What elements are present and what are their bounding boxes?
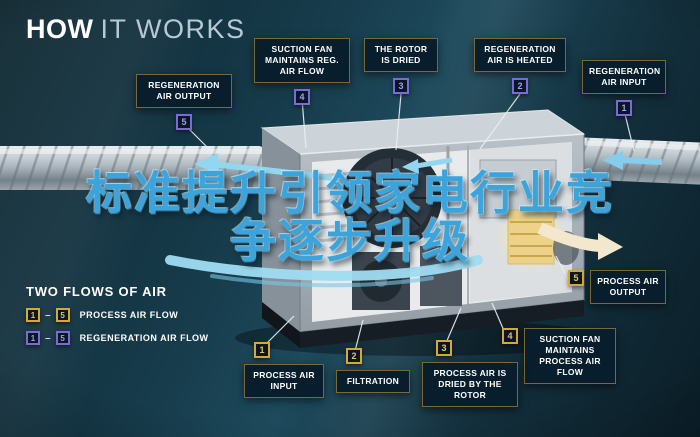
legend-badge-end: 5 — [55, 308, 70, 322]
step-badge: 4 — [502, 328, 518, 344]
legend-label: REGENERATION AIR FLOW — [79, 333, 209, 343]
title-how: HOW — [26, 14, 94, 44]
callout-label: PROCESS AIR INPUT — [244, 364, 324, 399]
headline-line2: 争逐步升级 — [230, 213, 470, 268]
step-badge: 5 — [568, 270, 584, 286]
legend-heading: TWO FLOWS OF AIR — [26, 284, 167, 299]
step-badge: 1 — [254, 342, 270, 358]
step-badge: 3 — [393, 78, 409, 95]
legend-badge-start: 1 — [26, 308, 40, 322]
callout-process-air-input: 1 PROCESS AIR INPUT — [244, 342, 324, 399]
callout-label: REGENERATION AIR IS HEATED — [474, 38, 566, 73]
airflow-arrows — [194, 151, 663, 260]
headline-overlay: 标准提升引领家电行业竞 争逐步升级 — [0, 166, 700, 268]
callout-label: THE ROTOR IS DRIED — [364, 38, 438, 73]
legend-label: PROCESS AIR FLOW — [79, 310, 179, 320]
step-badge: 3 — [436, 340, 452, 356]
headline-line1: 标准提升引领家电行业竞 — [86, 166, 614, 220]
callout-suction-fan-reg: SUCTION FAN MAINTAINS REG. AIR FLOW 4 — [254, 38, 350, 106]
callout-regeneration-air-input: REGENERATION AIR INPUT 1 — [582, 60, 666, 117]
callout-regeneration-air-output: REGENERATION AIR OUTPUT 5 — [136, 74, 232, 131]
legend-row-process: 1 – 5 PROCESS AIR FLOW — [26, 308, 209, 322]
headline-swoosh — [165, 255, 483, 288]
callout-label: SUCTION FAN MAINTAINS REG. AIR FLOW — [254, 38, 350, 84]
step-badge: 2 — [512, 78, 528, 95]
callout-process-air-dried: 3 PROCESS AIR IS DRIED BY THE ROTOR — [422, 340, 518, 408]
legend-dash: – — [45, 309, 51, 321]
callout-regeneration-air-heated: REGENERATION AIR IS HEATED 2 — [474, 38, 566, 95]
callout-label: PROCESS AIR OUTPUT — [590, 270, 666, 305]
callout-label: FILTRATION — [336, 370, 410, 394]
callout-filtration: 2 FILTRATION — [336, 348, 410, 394]
legend-row-regeneration: 1 – 5 REGENERATION AIR FLOW — [26, 331, 209, 345]
leader-lines — [183, 93, 635, 352]
callout-label: SUCTION FAN MAINTAINS PROCESS AIR FLOW — [524, 328, 616, 385]
title-it-works: IT WORKS — [100, 14, 246, 44]
legend-badge-start: 1 — [26, 331, 40, 345]
callout-label: PROCESS AIR IS DRIED BY THE ROTOR — [422, 362, 518, 408]
duct-left — [0, 146, 264, 190]
legend-badge-end: 5 — [55, 331, 70, 345]
legend: TWO FLOWS OF AIR 1 – 5 PROCESS AIR FLOW … — [26, 284, 209, 345]
step-badge: 5 — [176, 114, 192, 131]
legend-dash: – — [45, 332, 51, 344]
step-badge: 2 — [346, 348, 362, 364]
callout-label: REGENERATION AIR OUTPUT — [136, 74, 232, 109]
callout-suction-fan-process: 4 SUCTION FAN MAINTAINS PROCESS AIR FLOW — [502, 328, 616, 385]
callout-rotor-dried: THE ROTOR IS DRIED 3 — [364, 38, 438, 95]
step-badge: 1 — [616, 100, 632, 117]
callout-label: REGENERATION AIR INPUT — [582, 60, 666, 95]
step-badge: 4 — [294, 89, 310, 106]
callout-process-air-output: 5 PROCESS AIR OUTPUT — [568, 270, 666, 305]
